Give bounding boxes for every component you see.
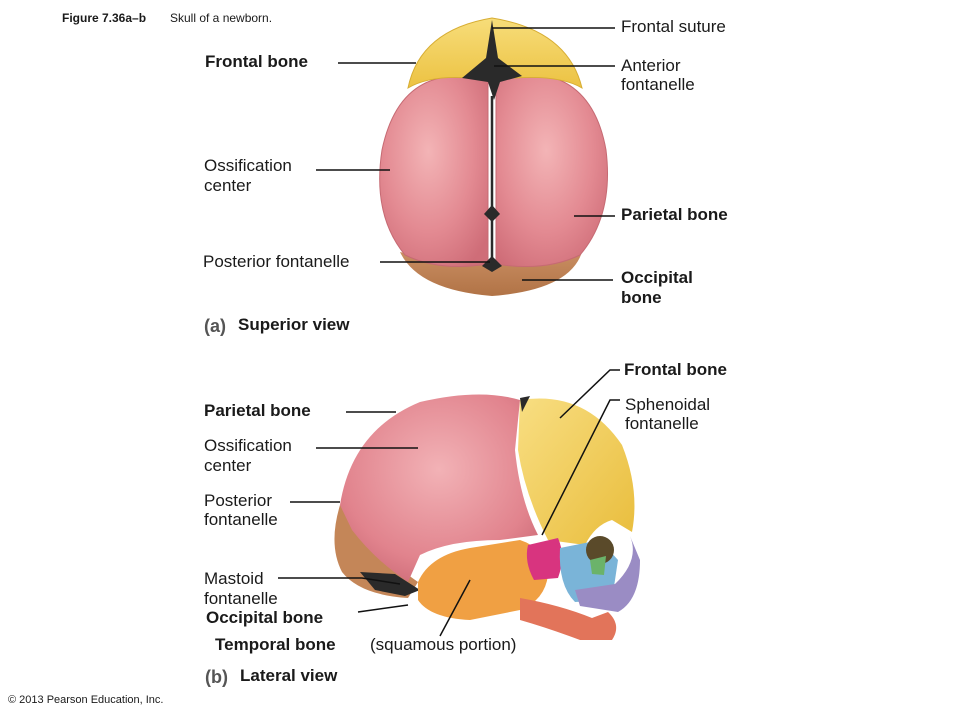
label-frontal-suture: Frontal suture <box>621 17 726 36</box>
label-parietal-bone-a: Parietal bone <box>621 205 728 224</box>
label-occipital-bone-a-line2: bone <box>621 288 662 307</box>
sphenoidal-fontanelle-shape <box>520 396 530 412</box>
label-occipital-bone-a-line1: Occipital <box>621 268 693 287</box>
lambda-fontanelle-shape <box>482 256 502 272</box>
leader-sphenoidal-fontanelle <box>541 399 620 536</box>
label-posterior-fontanelle-b-line2: fontanelle <box>204 510 278 529</box>
label-parietal-bone-b: Parietal bone <box>204 401 311 420</box>
mastoid-fontanelle-shape <box>360 572 420 596</box>
label-sphenoidal-fontanelle-line1: Sphenoidal <box>625 395 711 414</box>
label-frontal-bone-b: Frontal bone <box>624 360 727 379</box>
figure-caption: Skull of a newborn. <box>170 11 273 25</box>
label-ossification-b-line1: Ossification <box>204 436 292 455</box>
leader-occipital-b <box>357 604 409 613</box>
label-ossification-b-line2: center <box>204 456 252 475</box>
label-anterior-fontanelle-line2: fontanelle <box>621 75 695 94</box>
orbit-lateral <box>586 536 614 564</box>
label-occipital-bone-b: Occipital bone <box>206 608 324 627</box>
label-temporal-bone-note: (squamous portion) <box>370 635 517 654</box>
figure-number: Figure 7.36a–b <box>62 11 147 25</box>
label-posterior-fontanelle-a: Posterior fontanelle <box>203 252 350 271</box>
label-mastoid-fontanelle-line2: fontanelle <box>204 589 278 608</box>
panel-b-letter: (b) <box>205 667 228 687</box>
panel-a-view-title: Superior view <box>238 315 350 334</box>
panel-b-view-title: Lateral view <box>240 666 338 685</box>
label-frontal-bone-a: Frontal bone <box>205 52 308 71</box>
zygomatic-lateral <box>575 536 640 612</box>
frontal-bone-lateral <box>518 398 635 545</box>
label-posterior-fontanelle-b-line1: Posterior <box>204 491 273 510</box>
label-mastoid-fontanelle-line1: Mastoid <box>204 569 264 588</box>
sphenoid-bone-lateral <box>526 538 562 580</box>
label-anterior-fontanelle-line1: Anterior <box>621 56 681 75</box>
leader-frontal-bone-b <box>559 369 620 419</box>
leader-mastoid-fontanelle <box>278 577 401 585</box>
nasal-bone-lateral <box>590 556 606 575</box>
anterior-fontanelle-shape <box>462 20 522 100</box>
parietal-bone-lateral <box>340 394 538 582</box>
label-temporal-bone-b: Temporal bone <box>215 635 336 654</box>
label-ossification-a-line1: Ossification <box>204 156 292 175</box>
copyright-notice: © 2013 Pearson Education, Inc. <box>8 694 164 706</box>
label-ossification-a-line2: center <box>204 176 252 195</box>
panel-a-letter: (a) <box>204 316 226 336</box>
posterior-fontanelle-shape <box>484 205 500 222</box>
mandible-lateral <box>520 598 617 640</box>
leader-temporal-b <box>439 579 471 637</box>
temporal-bone-lateral <box>418 540 548 620</box>
label-sphenoidal-fontanelle-line2: fontanelle <box>625 414 699 433</box>
